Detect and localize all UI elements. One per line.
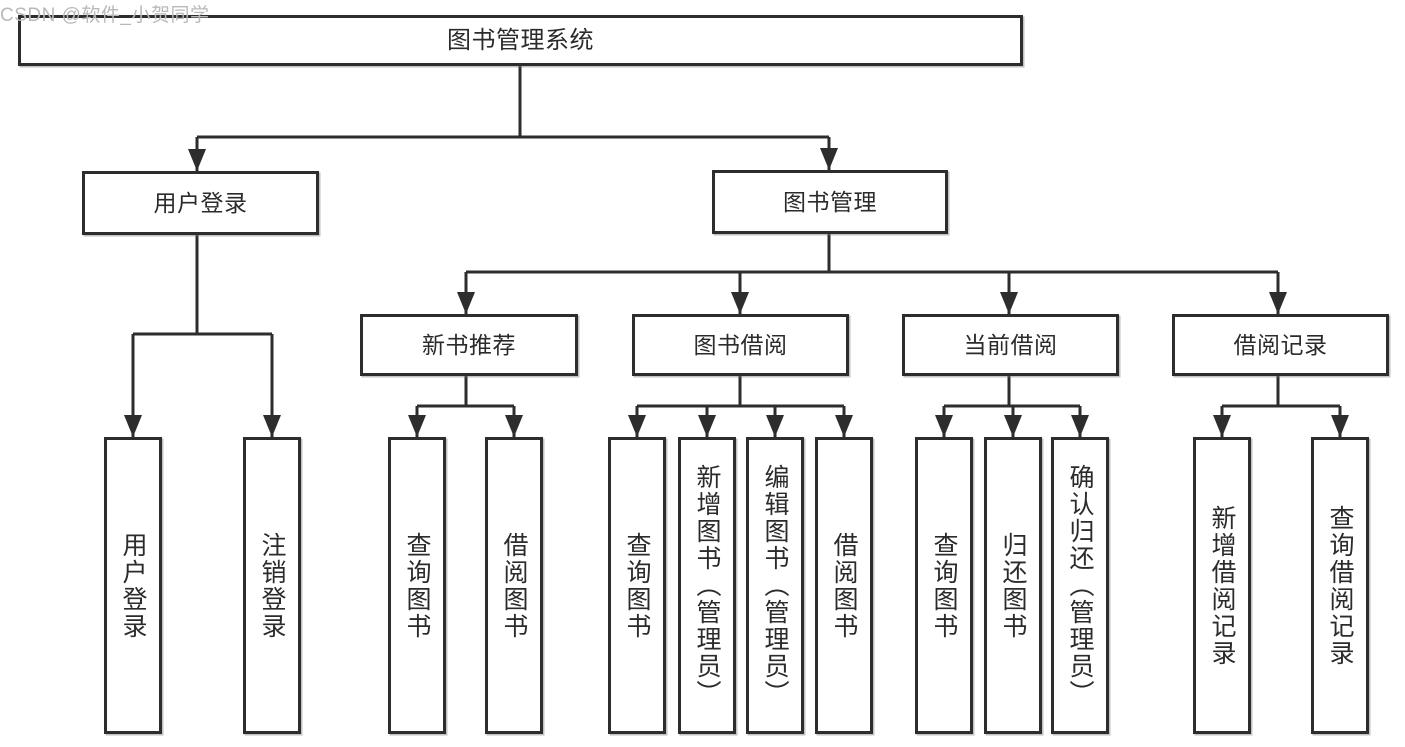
node-root: 图书管理系统 xyxy=(18,15,1023,66)
node-leaf-confirm-return: 确认归还（管理员） xyxy=(1051,437,1109,734)
node-label: 查询图书 xyxy=(930,531,958,640)
node-label: 查询图书 xyxy=(623,531,651,640)
node-label: 借阅记录 xyxy=(1233,331,1328,358)
node-label: 查询图书 xyxy=(403,531,431,640)
node-label: 新增图书（管理员） xyxy=(693,464,721,707)
node-leaf-return-book: 归还图书 xyxy=(984,437,1042,734)
node-leaf-add-book: 新增图书（管理员） xyxy=(678,437,736,734)
node-leaf-borrow-book-rec: 借阅图书 xyxy=(485,437,543,734)
node-leaf-query-book-rec: 查询图书 xyxy=(388,437,446,734)
node-book-borrow: 图书借阅 xyxy=(632,314,849,376)
node-label: 归还图书 xyxy=(999,531,1027,640)
node-label: 注销登录 xyxy=(258,531,286,640)
node-leaf-logout: 注销登录 xyxy=(243,437,301,734)
node-leaf-query-record: 查询借阅记录 xyxy=(1311,437,1369,734)
node-label: 图书管理 xyxy=(783,188,877,215)
node-new-book-recommend: 新书推荐 xyxy=(360,314,578,376)
node-leaf-add-record: 新增借阅记录 xyxy=(1193,437,1251,734)
node-label: 编辑图书（管理员） xyxy=(761,464,789,707)
node-leaf-edit-book: 编辑图书（管理员） xyxy=(746,437,804,734)
node-book-manage: 图书管理 xyxy=(712,170,948,234)
node-label: 图书借阅 xyxy=(693,331,788,358)
node-label: 当前借阅 xyxy=(963,331,1058,358)
node-borrow-record: 借阅记录 xyxy=(1172,314,1389,376)
csdn-watermark: CSDN @软件_小贺同学 xyxy=(0,5,210,26)
node-user-login: 用户登录 xyxy=(82,171,319,235)
node-leaf-query-book-borrow: 查询图书 xyxy=(608,437,666,734)
node-current-borrow: 当前借阅 xyxy=(902,314,1119,376)
node-leaf-user-login: 用户登录 xyxy=(104,437,162,734)
node-label: 借阅图书 xyxy=(830,531,858,640)
node-label: 用户登录 xyxy=(153,189,248,216)
node-label: 新增借阅记录 xyxy=(1208,504,1236,667)
node-label: 借阅图书 xyxy=(500,531,528,640)
node-label: 图书管理系统 xyxy=(447,26,594,54)
node-label: 确认归还（管理员） xyxy=(1066,464,1094,707)
node-label: 新书推荐 xyxy=(422,331,516,358)
node-label: 用户登录 xyxy=(119,531,147,640)
node-label: 查询借阅记录 xyxy=(1326,504,1354,667)
node-leaf-query-book-cur: 查询图书 xyxy=(915,437,973,734)
node-leaf-borrow-book: 借阅图书 xyxy=(815,437,873,734)
